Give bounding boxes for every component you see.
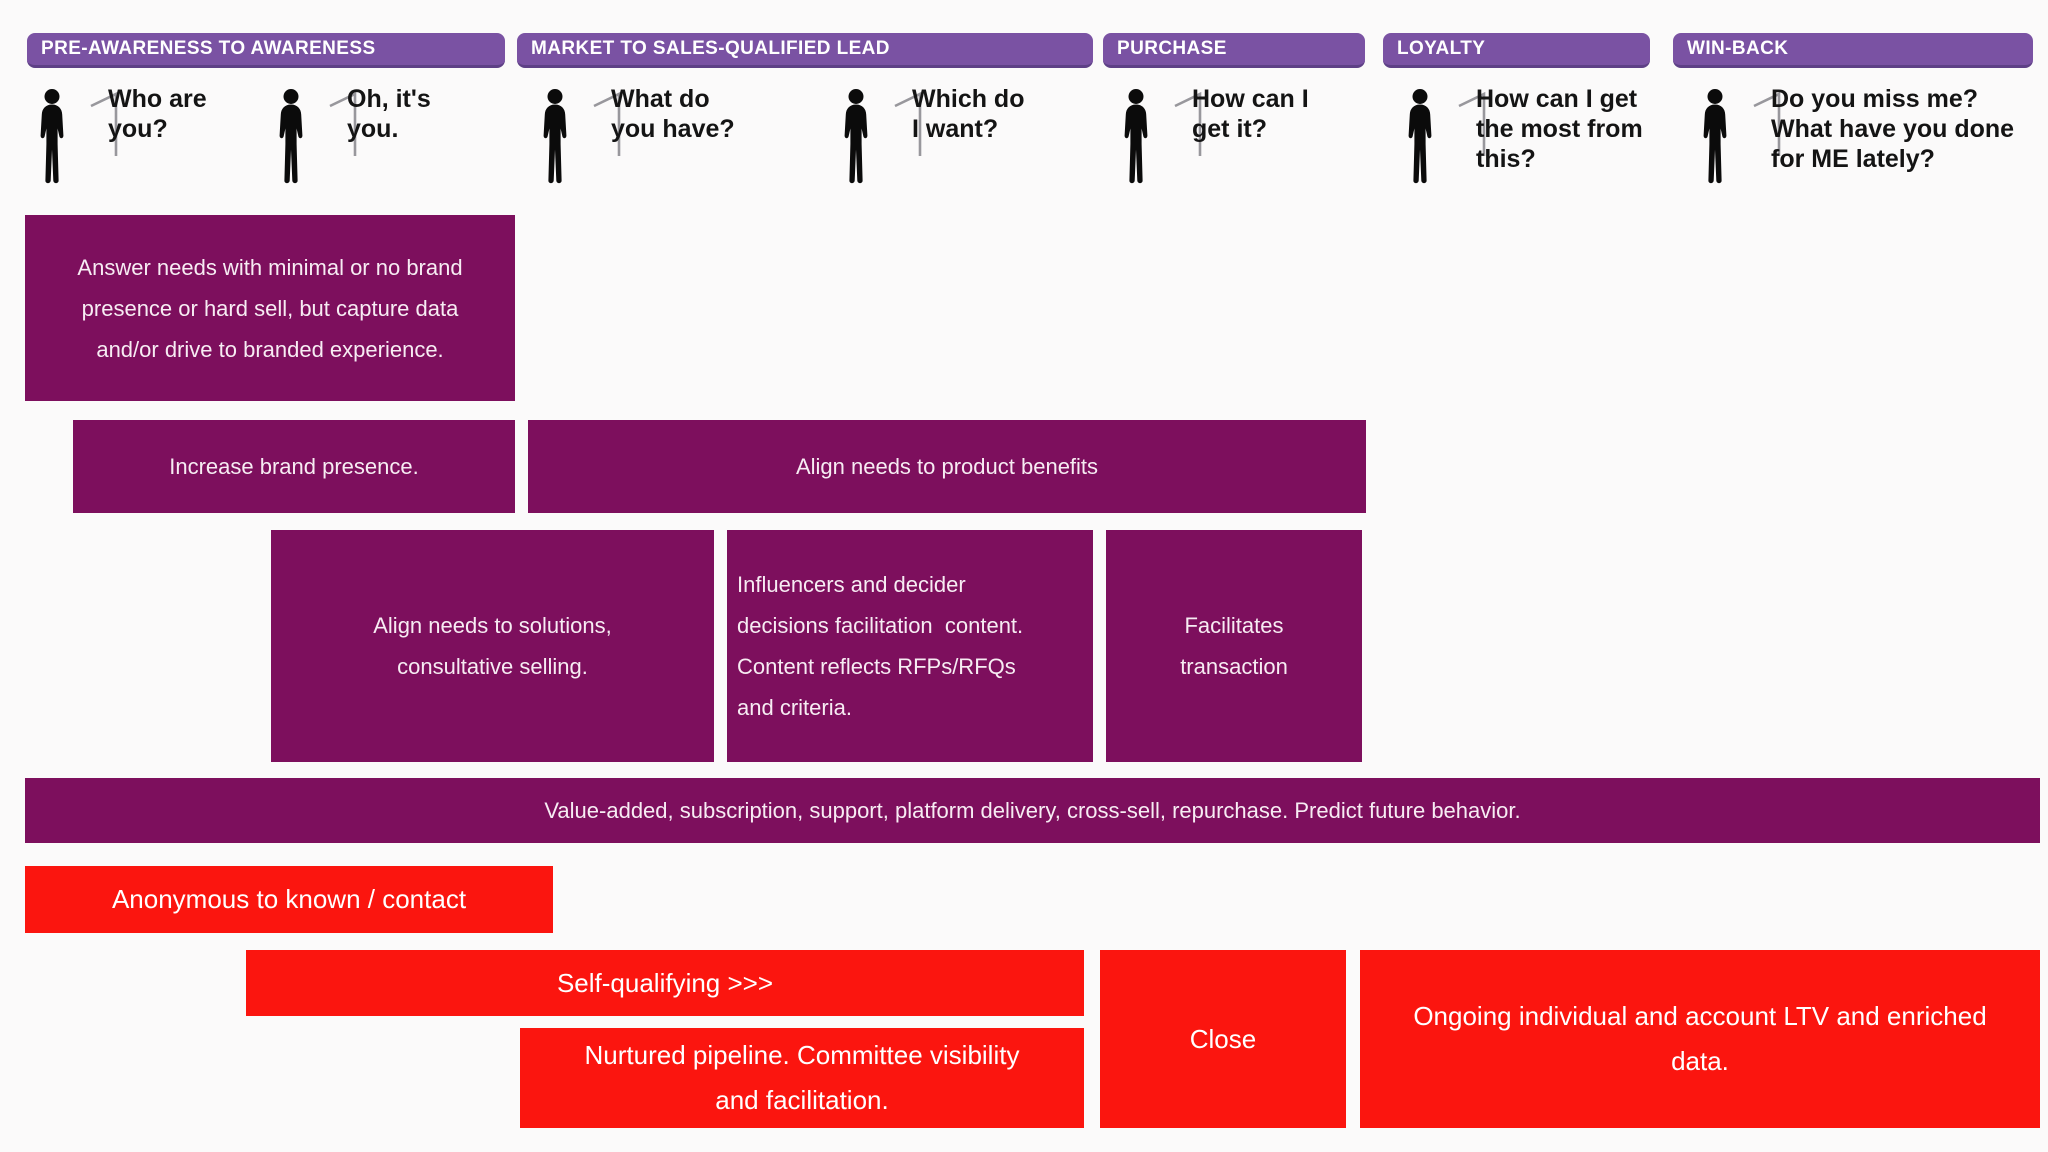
persona-which-do-i-want: Which do I want? [841, 84, 1171, 194]
speech-callout-icon [1174, 91, 1202, 156]
speech-callout-icon [894, 91, 922, 156]
person-silhouette-icon [40, 89, 64, 184]
purple-box-increase-brand-presence: Increase brand presence. [73, 420, 515, 513]
purple-box-text: Align needs to product benefits [795, 454, 1099, 479]
purple-box-answer-needs: Answer needs with minimal or no brand pr… [25, 215, 515, 401]
red-box-text: Nurtured pipeline. Committee visibility … [584, 1040, 1020, 1115]
red-box-anonymous-to-known: Anonymous to known / contact [25, 866, 553, 933]
stage-header-label: PRE-AWARENESS TO AWARENESS [41, 38, 376, 59]
speech-callout-icon [90, 91, 118, 156]
red-box-close: Close [1100, 950, 1346, 1128]
stage-header-label: PURCHASE [1117, 38, 1227, 59]
purple-box-text: Influencers and decider decisions facili… [737, 572, 1024, 720]
persona-question: Do you miss me? What have you done for M… [1771, 85, 2015, 173]
speech-callout-icon [593, 91, 621, 156]
stage-header-pre-awareness-to-awareness: PRE-AWARENESS TO AWARENESS [27, 33, 505, 68]
purple-box-align-needs-to-solutions: Align needs to solutions, consultative s… [271, 530, 714, 762]
purple-box-influencers-and-decider: Influencers and decider decisions facili… [727, 530, 1093, 762]
red-box-text: Self-qualifying >>> [556, 967, 774, 998]
purple-box-text: Answer needs with minimal or no brand pr… [77, 254, 463, 362]
stage-header-label: MARKET TO SALES-QUALIFIED LEAD [531, 38, 890, 59]
person-silhouette-icon [1703, 89, 1727, 184]
person-silhouette-icon [1408, 89, 1432, 184]
persona-question: Oh, it's you. [347, 85, 431, 143]
persona-get-the-most: How can I get the most from this? [1405, 84, 1735, 194]
persona-how-can-i-get-it: How can I get it? [1121, 84, 1451, 194]
person-silhouette-icon [844, 89, 868, 184]
purple-box-text: Align needs to solutions, consultative s… [373, 613, 612, 679]
persona-question: How can I get the most from this? [1476, 85, 1643, 173]
person-silhouette-icon [1124, 89, 1148, 184]
stage-header-win-back: WIN-BACK [1673, 33, 2033, 68]
purple-box-text: Facilitates transaction [1180, 613, 1288, 679]
red-box-nurtured-pipeline: Nurtured pipeline. Committee visibility … [520, 1028, 1084, 1128]
person-silhouette-icon [543, 89, 567, 184]
purple-box-value-added: Value-added, subscription, support, plat… [25, 778, 2040, 843]
purple-box-text: Increase brand presence. [169, 454, 419, 479]
purple-box-align-needs-to-product-benefits: Align needs to product benefits [528, 420, 1366, 513]
persona-question: How can I get it? [1192, 85, 1309, 143]
persona-who-are-you: Who are you? [37, 84, 367, 194]
red-box-text: Anonymous to known / contact [111, 884, 467, 914]
purple-box-text: Value-added, subscription, support, plat… [544, 798, 1521, 823]
red-box-text: Close [1189, 1023, 1257, 1054]
stage-header-purchase: PURCHASE [1103, 33, 1365, 68]
purple-box-facilitates-transaction: Facilitates transaction [1106, 530, 1362, 762]
stage-header-market-to-sales-qualified-lead: MARKET TO SALES-QUALIFIED LEAD [517, 33, 1093, 68]
persona-oh-its-you: Oh, it's you. [276, 84, 606, 194]
persona-question: Which do I want? [912, 85, 1025, 143]
persona-what-do-you-have: What do you have? [540, 84, 870, 194]
stage-header-label: LOYALTY [1397, 38, 1486, 59]
speech-callout-icon [329, 91, 357, 156]
speech-callout-icon [1458, 91, 1486, 156]
stage-header-loyalty: LOYALTY [1383, 33, 1650, 68]
persona-question: Who are you? [108, 85, 207, 143]
persona-question: What do you have? [611, 85, 735, 143]
speech-callout-icon [1753, 91, 1781, 156]
red-box-ongoing-ltv: Ongoing individual and account LTV and e… [1360, 950, 2040, 1128]
red-box-self-qualifying: Self-qualifying >>> [246, 950, 1084, 1016]
red-box-text: Ongoing individual and account LTV and e… [1413, 1001, 1987, 1076]
persona-do-you-miss-me: Do you miss me? What have you done for M… [1700, 84, 2030, 194]
person-silhouette-icon [279, 89, 303, 184]
stage-header-label: WIN-BACK [1687, 38, 1789, 59]
